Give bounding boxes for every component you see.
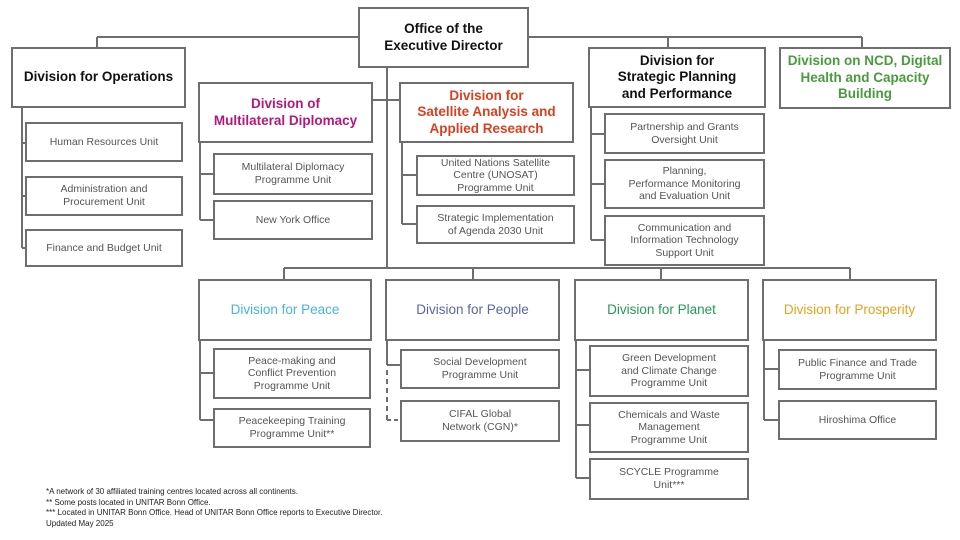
unit-finance-budget-label: Finance and Budget Unit xyxy=(46,241,162,254)
unit-scycle: SCYCLE Programme Unit*** xyxy=(589,458,749,500)
unit-peacekeeping-training: Peacekeeping Training Programme Unit** xyxy=(213,408,371,448)
unit-unosat: United Nations Satellite Centre (UNOSAT)… xyxy=(416,155,575,196)
unit-new-york-office: New York Office xyxy=(213,200,373,240)
division-satellite-label: Division for Satellite Analysis and Appl… xyxy=(417,87,556,136)
division-prosperity-box: Division for Prosperity xyxy=(762,279,937,341)
footnotes: *A network of 30 affiliated training cen… xyxy=(46,487,382,529)
unit-multilateral-diplomacy-label: Multilateral Diplomacy Programme Unit xyxy=(241,161,345,186)
division-strategic-box: Division for Strategic Planning and Perf… xyxy=(588,47,766,108)
division-planet-box: Division for Planet xyxy=(574,279,749,341)
division-satellite-box: Division for Satellite Analysis and Appl… xyxy=(399,82,574,143)
footnote-3: *** Located in UNITAR Bonn Office. Head … xyxy=(46,508,383,517)
updated-date: Updated May 2025 xyxy=(46,518,114,528)
unit-cifal-network-label: CIFAL Global Network (CGN)* xyxy=(442,408,518,433)
unit-chemicals-waste-label: Chemicals and Waste Management Programme… xyxy=(618,408,720,446)
executive-director-box: Office of the Executive Director xyxy=(358,7,529,68)
division-people-box: Division for People xyxy=(385,279,560,341)
unit-cifal-network: CIFAL Global Network (CGN)* xyxy=(400,400,560,442)
unit-hiroshima-office: Hiroshima Office xyxy=(778,400,937,440)
unit-administration-procurement: Administration and Procurement Unit xyxy=(25,176,183,216)
executive-director-label: Office of the Executive Director xyxy=(384,21,503,53)
division-ncd-box: Division on NCD, Digital Health and Capa… xyxy=(779,47,951,109)
unit-chemicals-waste: Chemicals and Waste Management Programme… xyxy=(589,402,749,453)
division-operations-box: Division for Operations xyxy=(11,47,186,108)
footnote-1: *A network of 30 affiliated training cen… xyxy=(46,487,298,496)
division-strategic-label: Division for Strategic Planning and Perf… xyxy=(617,52,737,101)
footnote-2: ** Some posts located in UNITAR Bonn Off… xyxy=(46,497,211,507)
unit-communication-it: Communication and Information Technology… xyxy=(604,215,765,266)
division-operations-label: Division for Operations xyxy=(23,69,174,85)
unit-administration-procurement-label: Administration and Procurement Unit xyxy=(60,183,148,208)
unit-green-development-label: Green Development and Climate Change Pro… xyxy=(621,352,717,390)
division-planet-label: Division for Planet xyxy=(607,301,716,317)
unit-hiroshima-office-label: Hiroshima Office xyxy=(818,413,897,426)
unit-partnership-grants-label: Partnership and Grants Oversight Unit xyxy=(630,120,739,146)
unit-finance-budget: Finance and Budget Unit xyxy=(25,229,183,267)
unit-green-development: Green Development and Climate Change Pro… xyxy=(589,345,749,397)
division-ncd-label: Division on NCD, Digital Health and Capa… xyxy=(787,53,943,102)
division-peace-box: Division for Peace xyxy=(198,279,372,341)
unit-public-finance-trade-label: Public Finance and Trade Programme Unit xyxy=(797,356,918,382)
division-peace-label: Division for Peace xyxy=(230,301,340,317)
unit-peacekeeping-training-label: Peacekeeping Training Programme Unit** xyxy=(238,415,346,440)
unit-scycle-label: SCYCLE Programme Unit*** xyxy=(619,466,719,491)
unit-human-resources: Human Resources Unit xyxy=(25,122,183,162)
unit-unosat-label: United Nations Satellite Centre (UNOSAT)… xyxy=(440,156,551,194)
unit-social-development: Social Development Programme Unit xyxy=(400,349,560,389)
unit-peace-making: Peace-making and Conflict Prevention Pro… xyxy=(213,348,371,399)
division-multilateral-label: Division of Multilateral Diplomacy xyxy=(213,96,358,128)
unit-agenda-2030: Strategic Implementation of Agenda 2030 … xyxy=(416,205,575,244)
unit-new-york-office-label: New York Office xyxy=(255,213,331,226)
unit-planning-monitoring-label: Planning, Performance Monitoring and Eva… xyxy=(628,165,741,203)
unit-planning-monitoring: Planning, Performance Monitoring and Eva… xyxy=(604,159,765,209)
unit-multilateral-diplomacy: Multilateral Diplomacy Programme Unit xyxy=(213,153,373,195)
unit-partnership-grants: Partnership and Grants Oversight Unit xyxy=(604,113,765,154)
unit-agenda-2030-label: Strategic Implementation of Agenda 2030 … xyxy=(437,211,554,237)
division-people-label: Division for People xyxy=(416,301,529,317)
unit-social-development-label: Social Development Programme Unit xyxy=(433,356,527,381)
unit-public-finance-trade: Public Finance and Trade Programme Unit xyxy=(778,349,937,390)
division-prosperity-label: Division for Prosperity xyxy=(783,301,916,317)
unit-peace-making-label: Peace-making and Conflict Prevention Pro… xyxy=(247,354,337,392)
unit-communication-it-label: Communication and Information Technology… xyxy=(630,221,739,259)
unit-human-resources-label: Human Resources Unit xyxy=(49,135,159,148)
division-multilateral-box: Division of Multilateral Diplomacy xyxy=(198,82,373,143)
